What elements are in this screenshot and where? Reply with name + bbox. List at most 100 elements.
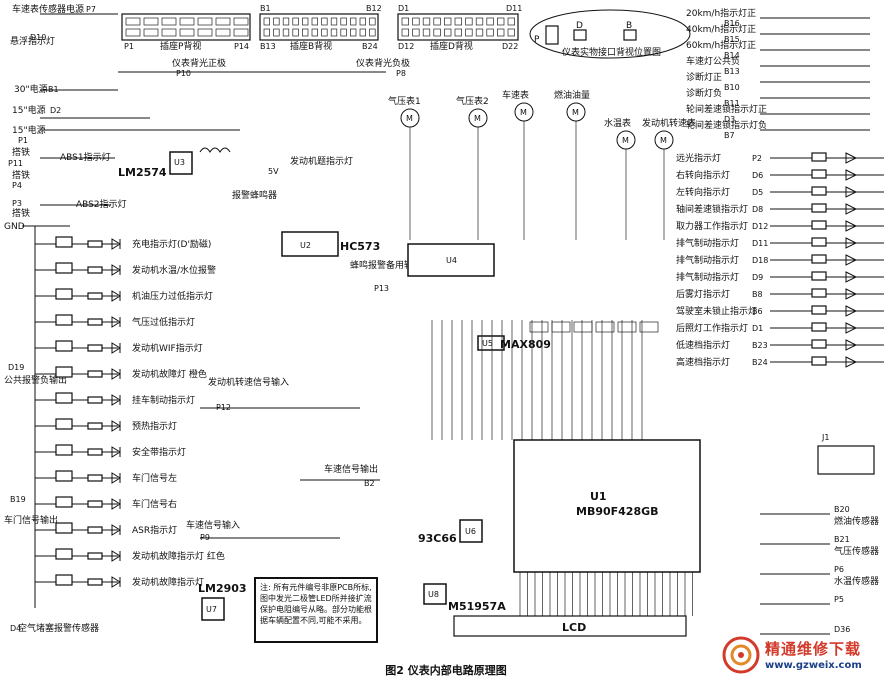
lbl-ground1: 搭铁 [12,146,30,158]
connector-slot [330,17,338,26]
connector-slot [444,28,452,37]
sensor-label: 水温传感器 [834,575,879,587]
resistor-symbol [87,292,103,300]
resistor-symbol [87,266,103,274]
connector-slot [143,28,159,37]
left-section: 车速表传感器电源 P7 悬浮指示灯 D10 30"电源 B1 15"电源 D2 … [4,3,150,634]
connector-slot [273,17,280,26]
connector-slot [369,28,376,37]
resistor-symbol [87,422,103,430]
d-pin-lb: D12 [398,42,414,51]
watermark-url: www.gzweix.com [765,660,862,671]
u4-chip: U4 [407,243,495,277]
pos-d: D [576,21,583,31]
lbl-b2: B2 [364,479,375,488]
connector-slot [497,17,505,26]
speed-signal-section: 发动机转速信号输入 P12 车速信号输出 B2 车速信号输入 P9 [186,376,380,542]
lbl-p4: P4 [12,181,22,190]
meter-label: 燃油油量 [554,89,590,101]
resistor-symbol [811,305,827,315]
right-ind-pin: D18 [752,256,768,265]
right-top-pin: B14 [724,51,740,60]
connector-slot [465,17,473,26]
lbl-suspension: 悬浮指示灯 [10,35,55,47]
connector-slot [282,17,290,26]
resistor-pack [639,321,659,333]
led-symbol [845,254,858,266]
led-symbol [55,444,73,456]
indicator-label: 机油压力过低指示灯 [132,290,213,302]
lbl-power15-p: 15"电源 [12,124,46,136]
right-top-pin: B11 [724,99,740,108]
right-top-pin: B10 [724,83,740,92]
mcu-chip: U1 MB90F428GB [513,439,701,573]
resistor-symbol [811,271,827,281]
led-symbol [55,522,73,534]
led-symbol [55,288,73,300]
indicator-label: 发动机水温/水位报警 [132,264,216,276]
indicator-label: ASR指示灯 [132,524,177,536]
resistor-symbol [87,318,103,326]
diode-symbol [111,498,121,510]
meter-glyph: M [520,108,527,117]
lbl-lcd: LCD [562,621,586,634]
resistor-symbol [811,186,827,196]
connector-slot [454,17,462,26]
resistor-symbol [811,152,827,162]
indicator-label: 气压过低指示灯 [132,316,195,328]
right-top-pin: B16 [724,19,740,28]
resistor-symbol [87,344,103,352]
indicator-label: 发动机故障指示灯 [132,576,204,588]
led-symbol [55,314,73,326]
connector-slot [292,28,299,37]
connector-slot [179,17,195,26]
b-pin-rt: B12 [366,4,382,13]
connector-b: B1 B12 B13 插座B背视 B24 [259,4,382,52]
lbl-max809: MAX809 [500,338,551,351]
indicator-label: 发动机故障灯 橙色 [132,368,207,380]
resistor-symbol [87,448,103,456]
connector-slot [292,17,299,26]
connector-slot [444,17,452,26]
right-ind-pin: B6 [752,307,763,316]
lbl-p1: P1 [18,136,28,145]
lbl-j1: J1 [821,433,829,442]
led-symbol [845,220,858,232]
connector-slot [330,28,338,37]
connector-d: D1 D11 D12 插座D背视 D22 [397,4,522,52]
connector-slot [161,17,177,26]
lbl-buzzer: 报警蜂鸣器 [232,189,277,201]
right-ind-pin: B8 [752,290,763,299]
right-top-pin: B7 [724,131,735,140]
b-pin-lt: B1 [260,4,271,13]
lbl-u7: U7 [206,605,217,614]
lbl-p11: P11 [8,159,23,168]
right-top-label: 20km/h指示灯正 [686,7,756,19]
diode-symbol [111,550,121,562]
connector-slot [143,17,159,26]
pos-p: P [534,35,540,45]
led-symbol [845,271,858,283]
connector-slot [433,28,441,37]
watermark: 精通维修下载 www.gzweix.com [765,638,887,671]
led-symbol [55,236,73,248]
diode-symbol [111,316,121,328]
connector-slot [401,28,409,37]
meter-glyph: M [406,114,413,123]
b-pin-rb: B24 [362,42,378,51]
right-ind-label: 排气制动指示灯 [676,237,739,249]
lbl-b1: B1 [48,85,59,94]
right-top-label: 诊断灯负 [686,87,722,99]
connector-slot [412,17,420,26]
support-chips: U6 93C66 U8 M51957A U7 LM2903 [198,519,506,621]
diode-symbol [111,368,121,380]
connector-slot [125,17,141,26]
connector-slot [311,17,318,26]
resistor-pack [595,321,615,333]
right-top-label: 轮间差速锁指示灯负 [686,119,767,131]
watermark-cn: 精通维修下载 [765,640,862,658]
pos-title: 仪表实物接口背视位置图 [562,46,661,58]
connector-slot [507,28,515,37]
led-symbol [845,356,858,368]
